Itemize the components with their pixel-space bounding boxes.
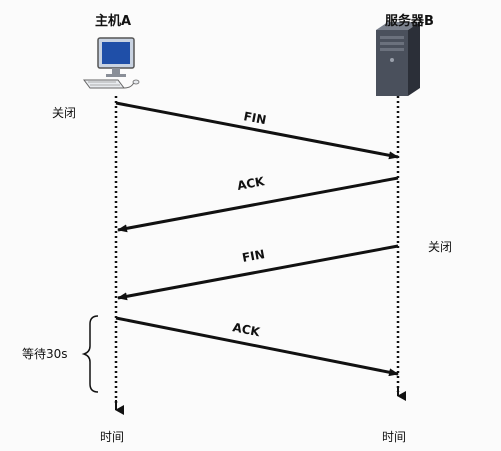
host-a-close-label: 关闭 <box>52 106 77 120</box>
message-3-label: FIN <box>241 247 266 265</box>
message-1-arrow <box>115 101 399 160</box>
host-a-label: 主机A <box>95 14 132 29</box>
message-2-label: ACK <box>236 174 266 193</box>
desktop-computer-icon <box>83 37 140 89</box>
message-1-label: FIN <box>242 109 267 127</box>
message-2-arrow <box>117 176 399 233</box>
message-3-arrow <box>117 244 399 301</box>
server-b-close-label: 关闭 <box>428 240 453 254</box>
message-4-label: ACK <box>231 320 261 339</box>
server-b-time-label: 时间 <box>382 430 407 444</box>
wait-bracket <box>81 315 99 393</box>
message-4-arrow <box>115 316 399 377</box>
wait-time-label: 等待30s <box>22 347 68 361</box>
server-b-label: 服务器B <box>385 14 434 29</box>
server-tower-icon <box>376 22 420 96</box>
host-a-time-label: 时间 <box>100 430 125 444</box>
